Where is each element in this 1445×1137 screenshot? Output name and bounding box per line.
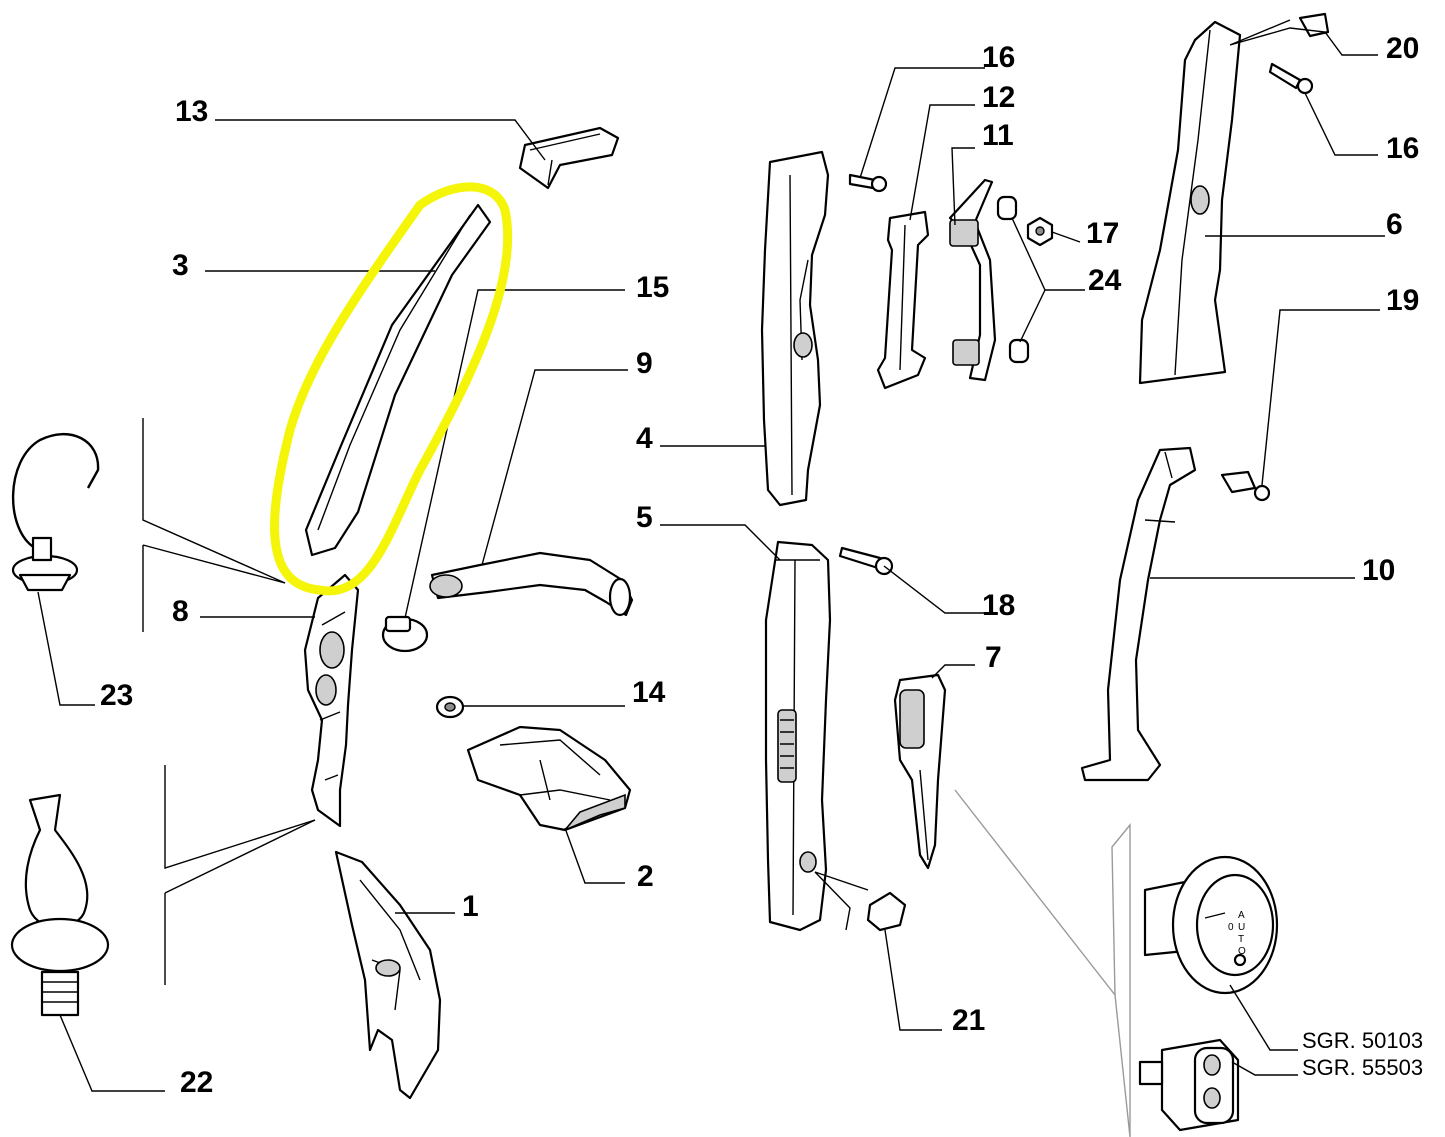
ref-sgr-55503: SGR. 55503 — [1302, 1055, 1423, 1080]
part-16-screw-upper — [848, 173, 888, 193]
callout-13: 13 — [175, 95, 208, 128]
callout-8: 8 — [172, 595, 189, 628]
connector-lines-21 — [814, 871, 869, 931]
part-6-c-pillar-trim — [1138, 20, 1242, 385]
part-19-rivet — [1220, 470, 1271, 502]
highlight-outline — [270, 182, 513, 596]
callout-14: 14 — [632, 676, 666, 709]
switch-mark-t: T — [1238, 934, 1244, 945]
part-5-b-pillar-lower — [764, 540, 832, 932]
reference-labels: SGR. 50103 SGR. 55503 — [1302, 1028, 1423, 1080]
callout-3: 3 — [172, 249, 189, 282]
callout-22: 22 — [180, 1066, 213, 1099]
callout-12: 12 — [982, 81, 1015, 114]
switch-group-lines — [954, 789, 1131, 1137]
callout-2: 2 — [637, 860, 654, 893]
callout-9: 9 — [636, 347, 653, 380]
part-10-air-duct — [1080, 446, 1197, 782]
callout-7: 7 — [985, 641, 1002, 674]
part-12-bracket — [876, 210, 930, 390]
connector-lines-left — [142, 418, 316, 985]
part-9-air-duct — [429, 551, 634, 617]
callout-4: 4 — [636, 422, 653, 455]
part-8-trim-panel — [303, 573, 360, 828]
callout-10: 10 — [1362, 554, 1395, 587]
callout-21: 21 — [952, 1004, 985, 1037]
part-11-grab-handle — [948, 178, 997, 382]
callout-18: 18 — [982, 589, 1015, 622]
callout-1: 1 — [462, 890, 479, 923]
part-16-screw-lower — [1268, 62, 1314, 95]
part-4-b-pillar-upper — [760, 150, 830, 507]
part-20-cap — [1298, 12, 1330, 38]
part-3-pillar-trim — [304, 203, 492, 557]
switch-sgr-50103: 0 A U T O — [1143, 855, 1279, 995]
callout-17: 17 — [1086, 217, 1119, 250]
part-22-hook-clip — [10, 793, 110, 1017]
callout-6: 6 — [1386, 208, 1403, 241]
callout-15: 15 — [636, 271, 669, 304]
ref-sgr-50103: SGR. 50103 — [1302, 1028, 1423, 1053]
callout-5: 5 — [636, 501, 653, 534]
switch-sgr-55503 — [1138, 1038, 1240, 1132]
part-21-cap — [866, 891, 907, 932]
part-23-clip — [11, 432, 100, 592]
part-15-button — [381, 615, 429, 653]
part-14-washer — [435, 695, 465, 719]
switch-mark-a: A — [1238, 910, 1245, 921]
callout-19: 19 — [1386, 284, 1419, 317]
leader-lines — [37, 19, 1385, 1092]
callout-24: 24 — [1088, 264, 1122, 297]
callout-11: 11 — [982, 119, 1014, 152]
part-7-belt-adjuster — [893, 673, 947, 870]
switch-mark-u: U — [1238, 922, 1245, 933]
callout-16-upper: 16 — [982, 41, 1015, 74]
part-17-nut — [1026, 216, 1054, 247]
part-2-support — [466, 725, 632, 832]
switch-mark-0: 0 — [1228, 922, 1234, 933]
switch-mark-o: O — [1238, 946, 1246, 957]
callout-20: 20 — [1386, 32, 1419, 65]
part-13-bracket — [518, 126, 620, 190]
callout-labels: 13 3 15 9 8 14 23 2 1 22 16 12 11 17 24 … — [100, 32, 1419, 1099]
callout-23: 23 — [100, 679, 133, 712]
part-24-spacers — [996, 195, 1030, 364]
part-1-lower-trim — [334, 850, 442, 1100]
part-18-screw — [838, 546, 894, 576]
callout-16-lower: 16 — [1386, 132, 1419, 165]
